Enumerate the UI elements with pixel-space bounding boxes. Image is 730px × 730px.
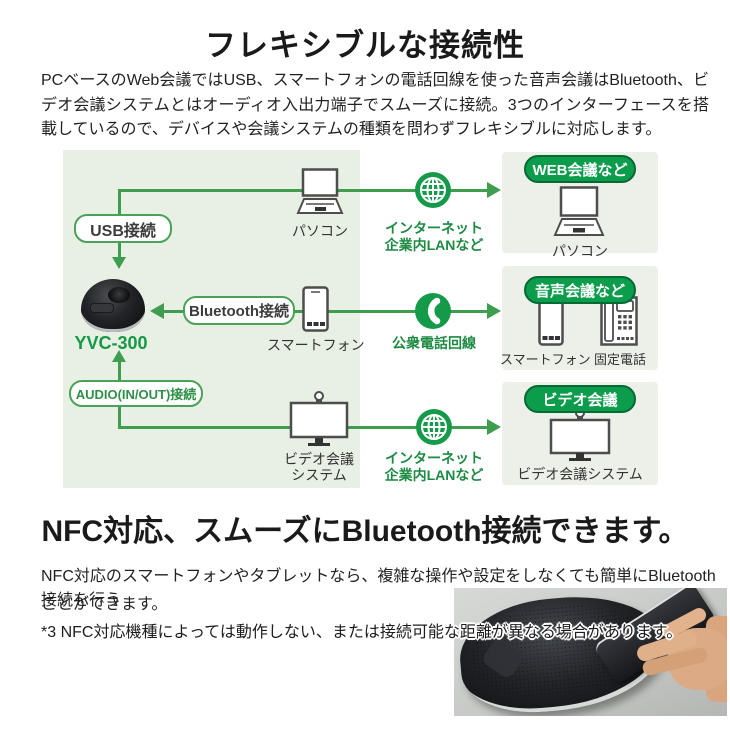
dest-videoconf-icon xyxy=(548,408,612,464)
videoconf-system-icon xyxy=(288,391,350,449)
nfc-photo xyxy=(454,588,727,716)
row1-arrow-right-icon xyxy=(487,182,501,198)
videoconf-system-label: ビデオ会議 システム xyxy=(282,451,356,483)
pc-label: パソコン xyxy=(292,223,348,239)
smartphone-icon xyxy=(302,286,329,332)
intro-text: PCベースのWeb会議ではUSB、スマートフォンの電話回線を使った音声会議はBl… xyxy=(41,72,709,138)
video-conference-title: ビデオ会議 xyxy=(524,385,636,413)
desk-phone-label: 固定電話 xyxy=(593,352,646,367)
usb-arrow-down-icon xyxy=(112,257,126,269)
audio-conference-title: 音声会議など xyxy=(524,276,636,304)
internet-lan-label-2-line1: インターネット xyxy=(385,450,483,466)
smartphone-label: スマートフォン xyxy=(267,337,365,353)
laptop-icon xyxy=(291,168,349,218)
phone-line-icon xyxy=(415,293,451,329)
internet-globe-icon xyxy=(415,172,451,208)
nfc-footnote: *3 NFC対応機種によっては動作しない、または接続可能な距離が異なる場合があり… xyxy=(41,624,683,641)
videoconf-system-label-line1: ビデオ会議 xyxy=(284,451,354,467)
internet-globe-icon-2 xyxy=(416,409,452,445)
dest-smartphone-label: スマートフォン xyxy=(500,352,591,367)
audio-connection-label: AUDIO(IN/OUT)接続 xyxy=(69,380,203,407)
dest-laptop-icon xyxy=(548,186,610,240)
row3-arrow-right-icon xyxy=(487,419,501,435)
internet-lan-label-2: インターネット 企業内LANなど xyxy=(384,450,484,483)
nfc-heading: NFC対応、スムーズにBluetooth接続できます。 xyxy=(41,515,689,548)
usb-connection-label: USB接続 xyxy=(74,214,172,243)
videoconf-system-label-line2: システム xyxy=(291,467,347,483)
audio-arrow-up-icon xyxy=(112,350,126,362)
web-conference-title: WEB会議など xyxy=(524,155,636,183)
yvc-300-speaker xyxy=(108,287,130,303)
internet-lan-label-1-line2: 企業内LANなど xyxy=(384,236,484,253)
nfc-body-line2: ことができます。 xyxy=(41,596,168,613)
yvc-300-buttons xyxy=(91,304,113,312)
internet-lan-label-1: インターネット 企業内LANなど xyxy=(384,220,484,253)
phone-line-label: 公衆電話回線 xyxy=(392,335,476,351)
desk-phone-icon xyxy=(600,296,638,346)
internet-lan-label-2-line2: 企業内LANなど xyxy=(384,466,484,483)
bt-arrow-left-icon xyxy=(150,303,164,319)
bluetooth-connection-label: Bluetooth接続 xyxy=(183,296,295,325)
yvc-300-model-label: YVC-300 xyxy=(74,333,148,353)
dest-videoconf-label: ビデオ会議システム xyxy=(517,466,643,482)
internet-lan-label-1-line1: インターネット xyxy=(385,220,483,236)
yvc-300-device-image xyxy=(81,279,145,332)
nfc-body-line1: NFC対応のスマートフォンやタブレットなら、複雑な操作や設定をしなくても簡単にB… xyxy=(41,568,716,609)
row2-arrow-right-icon xyxy=(487,303,501,319)
page-title: フレキシブルな接続性 xyxy=(205,28,525,63)
dest-pc-label: パソコン xyxy=(552,243,608,259)
